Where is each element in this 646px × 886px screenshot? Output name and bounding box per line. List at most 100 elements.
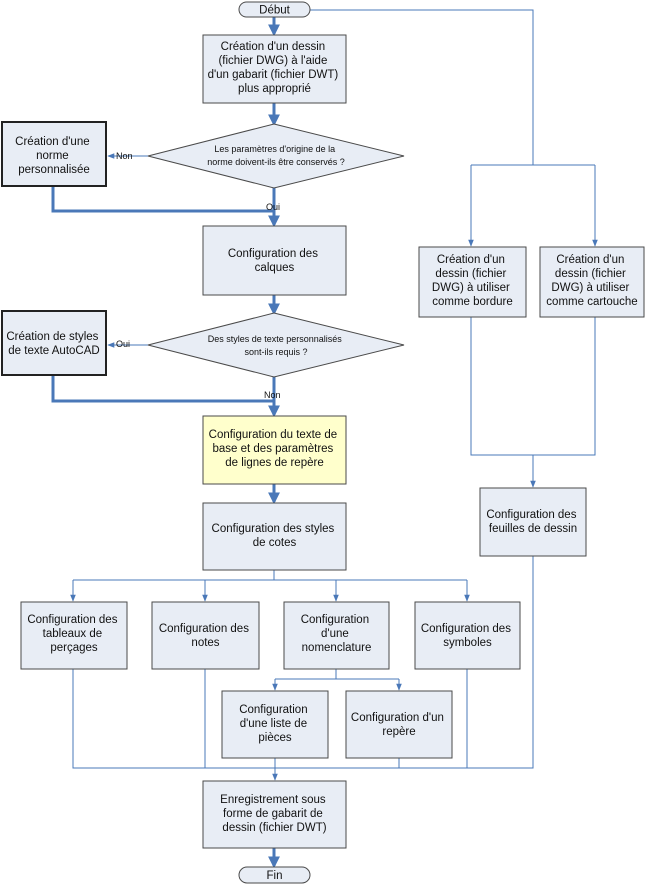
node-balloon-line: repère (382, 726, 415, 738)
node-parts-list: Configuration d'une liste de pièces (221, 690, 329, 759)
node-balloon: Configuration d'un repère (345, 690, 453, 759)
node-hole-tables-line: perçages (50, 642, 98, 654)
node-layers-line: calques (255, 262, 295, 274)
node-save-template-line: dessin (fichier DWT) (222, 822, 326, 834)
node-create-drawing: Création d'un dessin (fichier DWG) à l'a… (202, 34, 347, 104)
node-layers: Configuration des calques (202, 225, 347, 296)
svg-text:Création d'un dessin (fi: Création d'un dessin (fichier DWG) à uti… (432, 254, 513, 308)
node-parts-list-line: d'une liste de (240, 718, 307, 730)
connectors (51, 9, 598, 869)
edge-label-non-2: Non (264, 390, 281, 400)
svg-text:Configuration des calque: Configuration des calques (228, 248, 321, 274)
terminal-start: Début (238, 1, 311, 18)
terminal-end: Fin (238, 866, 311, 884)
node-decision-text: Des styles de texte personnalisés sont-i… (147, 312, 405, 378)
svg-text:Configuration d'un repèr: Configuration d'un repère (351, 712, 447, 738)
node-bom: Configuration d'une nomenclature (283, 601, 390, 670)
node-dim-styles-line: de cotes (253, 537, 297, 549)
node-save-template-line: forme de gabarit de (223, 808, 323, 820)
svg-text:Configuration d'une: Configuration d'une nomenclature (301, 614, 373, 654)
node-notes-line: notes (191, 637, 219, 649)
node-bom-line: d'une (321, 628, 349, 640)
node-symbols-line: symboles (443, 637, 492, 649)
node-border-line: dessin (fichier (435, 268, 506, 280)
node-create-drawing-line: (fichier DWG) à l'aide (218, 55, 327, 67)
node-border-line: DWG) à utiliser (432, 282, 510, 294)
node-sheets-line: Configuration des (486, 509, 576, 521)
node-title-block-line: DWG) à utiliser (551, 282, 629, 294)
svg-text:Création de styles de te: Création de styles de texte AutoCAD (6, 331, 101, 357)
node-title-block-line: comme cartouche (546, 296, 637, 308)
node-decision-text-line: sont-ils requis ? (244, 347, 307, 357)
connector-start-to-right (310, 9, 534, 165)
node-base-text: Configuration du texte de base et des pa… (202, 415, 347, 485)
svg-text:Les paramètres d'origine de la: Les paramètres d'origine de la norme doi… (207, 144, 345, 167)
connector-sheets-down (275, 556, 534, 769)
node-title-block: Création d'un dessin (fichier DWG) à uti… (539, 246, 645, 318)
node-sheets-line: feuilles de dessin (489, 523, 577, 535)
svg-text:Configuration des symbol: Configuration des symboles (421, 623, 514, 649)
edge-label-non-1: Non (116, 151, 133, 161)
node-create-drawing-line: Création d'un dessin (221, 41, 325, 53)
node-base-text-line: de lignes de repère (225, 457, 323, 469)
node-base-text-line: Configuration du texte de (209, 429, 338, 441)
connector-title-block-down (533, 317, 596, 456)
connector-textstyles-to-base (51, 375, 274, 403)
svg-text:Configuration des styles: Configuration des styles de cotes (212, 523, 338, 549)
connector-border-down (470, 317, 533, 456)
node-border-line: comme bordure (432, 296, 513, 308)
node-dim-styles: Configuration des styles de cotes (202, 502, 347, 571)
terminal-start-label: Début (259, 5, 290, 17)
node-decision-text-line: Des styles de texte personnalisés (208, 334, 343, 344)
node-parts-list-line: Configuration (239, 704, 307, 716)
node-custom-standard-line: Création d'une (15, 136, 89, 148)
node-custom-standard: Création d'une norme personnalisée (1, 121, 107, 187)
node-sheets: Configuration des feuilles de dessin (479, 487, 587, 557)
node-layers-line: Configuration des (228, 248, 318, 260)
node-symbols: Configuration des symboles (414, 601, 521, 670)
node-save-template-line: Enregistrement sous (220, 794, 326, 806)
node-hole-tables-line: Configuration des (27, 614, 117, 626)
node-hole-tables: Configuration des tableaux de perçages (20, 601, 128, 670)
svg-text:Configuration d'une list: Configuration d'une liste de pièces (239, 704, 311, 744)
node-create-drawing-line: plus approprié (238, 83, 311, 95)
node-bom-line: Configuration (301, 614, 369, 626)
node-hole-tables-line: tableaux de (43, 628, 102, 640)
node-bom-line: nomenclature (302, 642, 372, 654)
node-text-styles: Création de styles de texte AutoCAD (1, 310, 107, 376)
svg-text:Création d'un dessin (fi: Création d'un dessin (fichier DWG) à uti… (546, 254, 637, 308)
node-title-block-line: Création d'un (556, 254, 624, 266)
connector-hole-tables-down (72, 669, 275, 769)
node-balloon-line: Configuration d'un (351, 712, 444, 724)
node-decision-standard-line: norme doivent-ils être conservés ? (207, 157, 345, 167)
node-create-drawing-line: d'un gabarit (fichier DWT) (208, 69, 339, 81)
node-border-line: Création d'un (437, 254, 505, 266)
svg-text:Création d'une norme: Création d'une norme personnalisée (15, 136, 93, 176)
node-notes: Configuration des notes (151, 601, 260, 670)
node-dim-styles-line: Configuration des styles (212, 523, 335, 535)
node-custom-standard-line: personnalisée (18, 164, 90, 176)
node-symbols-line: Configuration des (421, 623, 511, 635)
node-notes-line: Configuration des (159, 623, 249, 635)
svg-text:Enregistrement sous form: Enregistrement sous forme de gabarit de … (220, 794, 329, 834)
svg-text:Configuration des tablea: Configuration des tableaux de perçages (27, 614, 120, 654)
node-text-styles-line: Création de styles (6, 331, 98, 343)
node-save-template: Enregistrement sous forme de gabarit de … (202, 780, 347, 849)
svg-text:Configuration des feuill: Configuration des feuilles de dessin (486, 509, 579, 535)
node-text-styles-line: de texte AutoCAD (8, 345, 99, 357)
node-custom-standard-line: norme (36, 150, 69, 162)
node-border: Création d'un dessin (fichier DWG) à uti… (418, 246, 527, 318)
node-decision-standard-line: Les paramètres d'origine de la (214, 144, 335, 154)
node-parts-list-line: pièces (258, 732, 291, 744)
svg-text:Création d'un dessin (fi: Création d'un dessin (fichier DWG) à l'a… (208, 41, 342, 95)
svg-text:Configuration des notes: Configuration des notes (159, 623, 252, 649)
node-decision-standard: Les paramètres d'origine de la norme doi… (147, 123, 405, 189)
terminal-end-label: Fin (267, 870, 283, 882)
edge-label-oui-2: Oui (116, 339, 130, 349)
svg-text:Configuration du texte de: Configuration du texte de base et des pa… (209, 429, 341, 469)
node-base-text-line: base et des paramètres (212, 443, 333, 455)
node-title-block-line: dessin (fichier (555, 268, 626, 280)
svg-text:Des styles de texte personnali: Des styles de texte personnalisés sont-i… (208, 334, 345, 357)
connector-custom-to-layers (51, 186, 274, 213)
